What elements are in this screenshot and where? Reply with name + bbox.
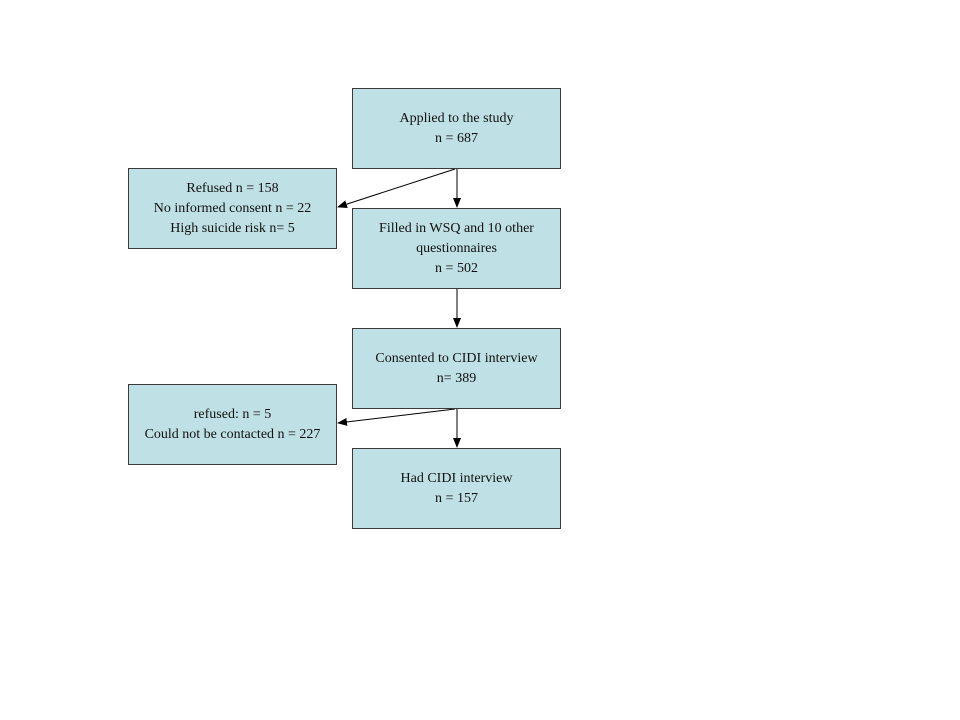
box-line: Consented to CIDI interview	[375, 350, 538, 366]
box-line: refused: n = 5	[193, 406, 272, 422]
box-line: questionnaires	[416, 240, 497, 256]
box-line: Applied to the study	[399, 110, 514, 126]
arrow-consented-to-refused	[337, 408, 456, 426]
box-consented-cidi: Consented to CIDI interview n= 389	[352, 328, 561, 409]
box-refused-interview: refused: n = 5 Could not be contacted n …	[128, 384, 337, 465]
box-line: Filled in WSQ and 10 other	[379, 220, 534, 236]
box-filled-in-questionnaires: Filled in WSQ and 10 other questionnaire…	[352, 208, 561, 289]
box-applied-to-study: Applied to the study n = 687	[352, 88, 561, 169]
box-line: n = 687	[435, 130, 478, 146]
box-line: No informed consent n = 22	[153, 200, 312, 216]
box-line: n = 157	[435, 490, 478, 506]
box-line: Could not be contacted n = 227	[144, 426, 321, 442]
box-line: High suicide risk n= 5	[170, 220, 295, 236]
box-line: n= 389	[436, 370, 477, 386]
box-refused-initial: Refused n = 158 No informed consent n = …	[128, 168, 337, 249]
box-line: Had CIDI interview	[400, 470, 513, 486]
box-had-cidi-interview: Had CIDI interview n = 157	[352, 448, 561, 529]
arrow-applied-to-refused	[337, 168, 456, 209]
box-line: n = 502	[435, 260, 478, 276]
box-line: Refused n = 158	[186, 180, 279, 196]
